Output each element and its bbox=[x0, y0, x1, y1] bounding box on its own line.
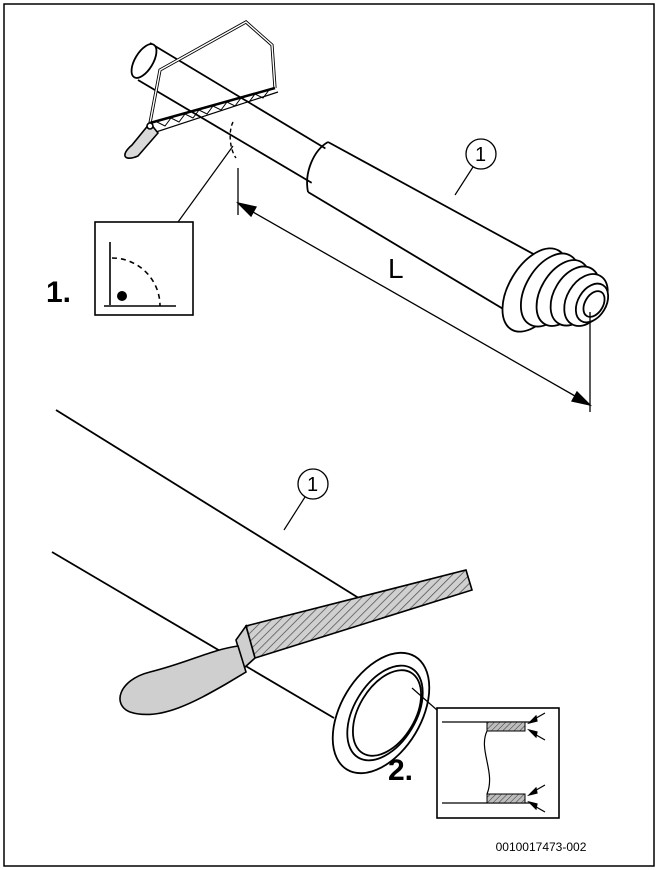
leader-line-1 bbox=[177, 145, 234, 223]
step-1-label: 1. bbox=[46, 276, 71, 309]
pipe-end-seal bbox=[501, 247, 610, 333]
pipe-top bbox=[130, 42, 549, 317]
leader-line-2 bbox=[411, 687, 438, 711]
deburr-detail-icon bbox=[436, 707, 560, 819]
figure-id: 0010017473-002 bbox=[496, 840, 587, 854]
callout-1-bottom bbox=[283, 468, 329, 531]
pipe-bottom bbox=[51, 409, 431, 775]
callout-number: 1 bbox=[475, 144, 486, 166]
right-angle-cut-icon bbox=[94, 221, 194, 316]
dimension-L bbox=[235, 168, 593, 412]
dimension-label: L bbox=[388, 253, 404, 284]
callout-1-top bbox=[454, 138, 497, 196]
callout-number: 1 bbox=[307, 474, 318, 496]
hacksaw-icon bbox=[124, 20, 279, 160]
step-2-label: 2. bbox=[388, 754, 413, 787]
file-tool-icon bbox=[119, 569, 473, 716]
